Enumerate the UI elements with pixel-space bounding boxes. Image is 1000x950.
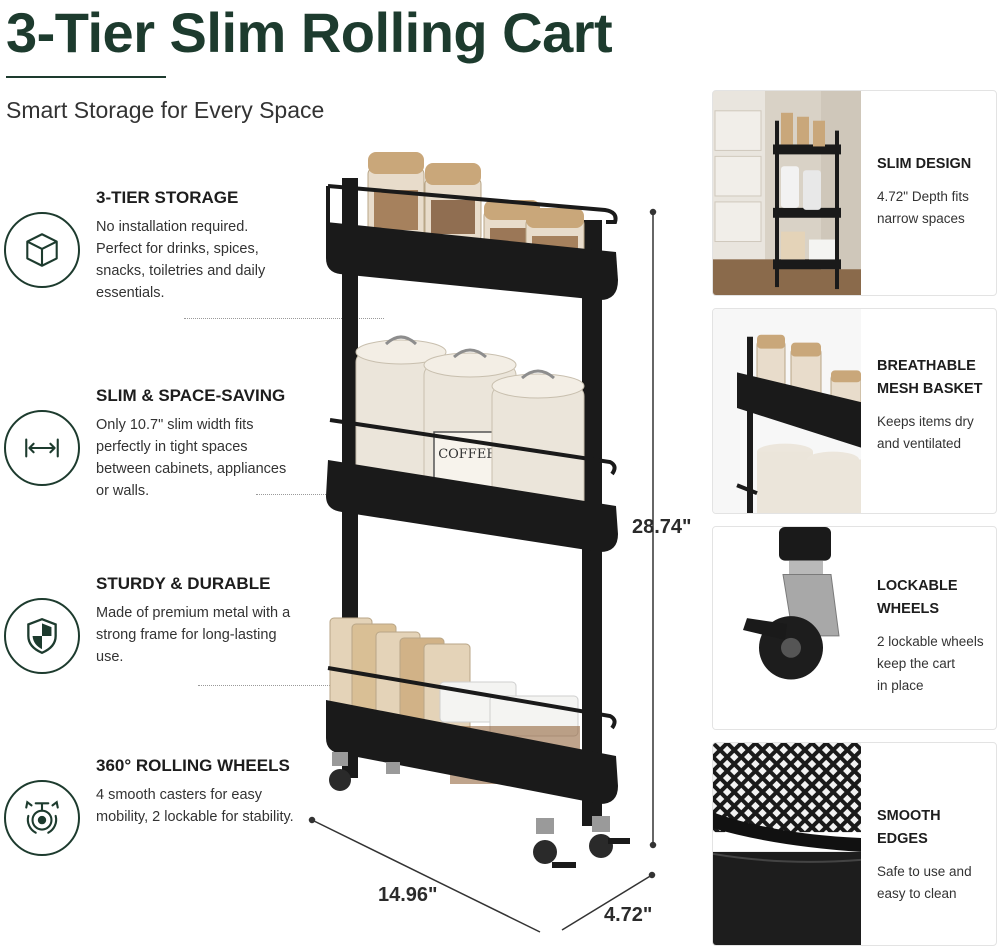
card-description: Keeps items dry and ventilated <box>877 414 974 451</box>
feature-title: 360° ROLLING WHEELS <box>96 756 290 775</box>
feature-text: Only 10.7" slim width fits perfectly in … <box>96 417 287 499</box>
width-arrows-icon <box>4 410 80 486</box>
height-dimension-label: 28.74" <box>632 516 692 538</box>
width-dimension-label: 14.96" <box>378 884 438 906</box>
mesh-basket-photo <box>713 309 861 513</box>
feature-text: Made of premium metal with a strong fram… <box>96 605 291 665</box>
feature-slim-space-saving: SLIM & SPACE-SAVING Only 10.7" slim widt… <box>4 384 304 514</box>
feature-title: 3-TIER STORAGE <box>96 188 239 207</box>
page-subtitle: Smart Storage for Every Space <box>6 97 325 123</box>
card-title: SMOOTH EDGES <box>877 808 941 847</box>
card-title: LOCKABLE WHEELS <box>877 578 958 617</box>
feature-3-tier-storage: 3-TIER STORAGE No installation required.… <box>4 186 304 316</box>
top-basket <box>326 184 618 300</box>
card-description: Safe to use and easy to clean <box>877 864 972 901</box>
height-dimension-line <box>649 208 657 849</box>
depth-dimension-line <box>561 871 656 931</box>
leader-line <box>184 318 384 319</box>
card-smooth-edges: SMOOTH EDGES Safe to use and easy to cle… <box>712 742 997 946</box>
shield-icon <box>4 598 80 674</box>
card-description: 4.72" Depth fits narrow spaces <box>877 189 969 226</box>
card-breathable-mesh-basket: BREATHABLE MESH BASKET Keeps items dry a… <box>712 308 997 514</box>
feature-text: No installation required. Perfect for dr… <box>96 219 266 301</box>
feature-sturdy-durable: STURDY & DURABLE Made of premium metal w… <box>4 572 304 702</box>
card-title: BREATHABLE MESH BASKET <box>877 358 983 397</box>
bottom-basket <box>326 666 618 804</box>
canister-label: COFFEE <box>438 447 496 462</box>
feature-rolling-wheels: 360° ROLLING WHEELS 4 smooth casters for… <box>4 754 304 884</box>
cube-icon <box>4 212 80 288</box>
caster-wheel-icon <box>4 780 80 856</box>
feature-title: SLIM & SPACE-SAVING <box>96 386 286 405</box>
caster-wheels <box>329 752 630 868</box>
middle-basket <box>326 418 618 552</box>
depth-dimension-label: 4.72" <box>604 904 653 926</box>
card-description: 2 lockable wheels keep the cart in place <box>877 634 984 693</box>
card-lockable-wheels: LOCKABLE WHEELS 2 lockable wheels keep t… <box>712 526 997 730</box>
width-dimension-line <box>308 816 541 933</box>
smooth-edge-photo <box>713 743 861 945</box>
leader-line <box>256 494 386 495</box>
leader-line <box>198 685 338 686</box>
lockable-wheel-photo <box>713 527 861 729</box>
feature-title: STURDY & DURABLE <box>96 574 271 593</box>
title-underline <box>6 76 166 78</box>
page-title: 3-Tier Slim Rolling Cart <box>6 1 613 64</box>
cart-illustration: COFFEE <box>300 140 700 950</box>
feature-text: 4 smooth casters for easy mobility, 2 lo… <box>96 787 294 825</box>
card-title: SLIM DESIGN <box>877 156 972 172</box>
slim-design-photo <box>713 91 861 295</box>
card-slim-design: SLIM DESIGN 4.72" Depth fits narrow spac… <box>712 90 997 296</box>
